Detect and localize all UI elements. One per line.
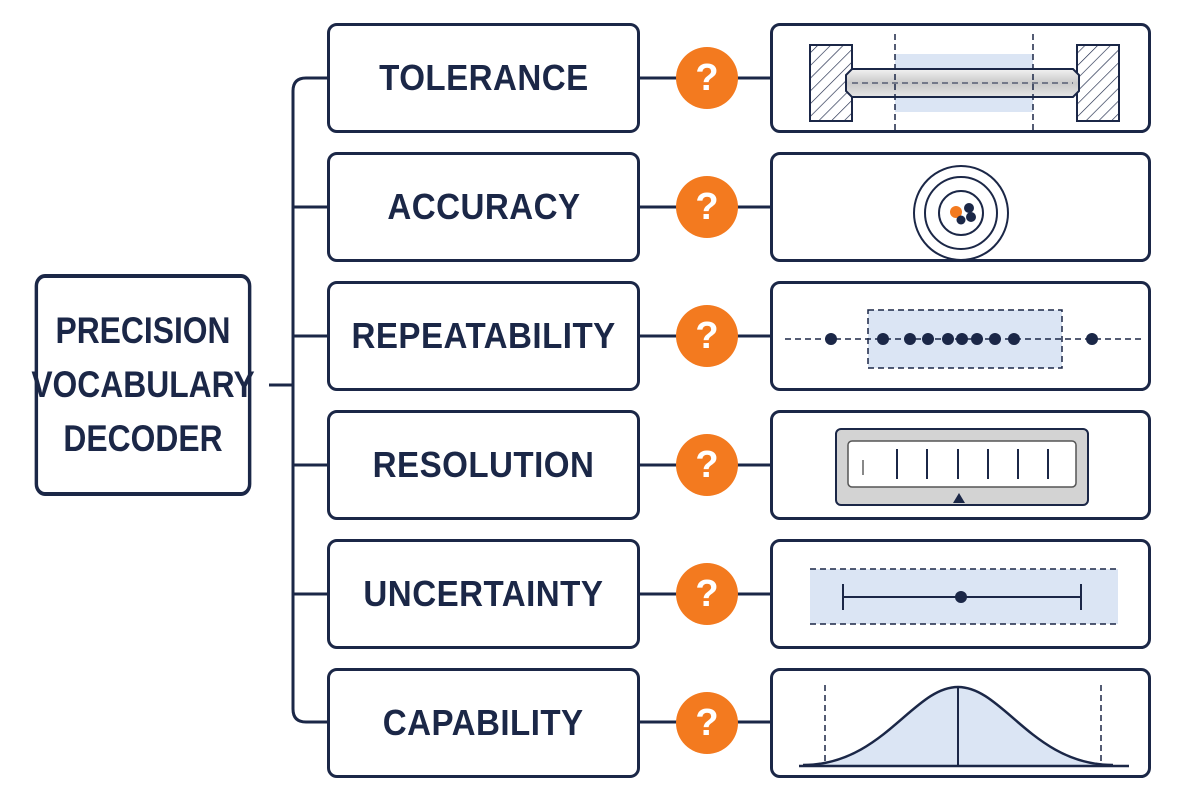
shaft-with-tolerance-band-icon: [809, 34, 1120, 130]
question-mark-icon: ?: [695, 314, 719, 357]
target-with-hits-icon: [913, 165, 1009, 261]
question-badge-repeatability: ?: [676, 305, 738, 367]
question-mark-icon: ?: [695, 185, 719, 228]
bell-curve-icon: [799, 685, 1129, 768]
term-label-tolerance: TOLERANCE: [378, 57, 589, 98]
question-mark-icon: ?: [695, 443, 719, 486]
scale-readout-icon: [835, 428, 1089, 506]
term-label-capability: CAPABILITY: [383, 702, 584, 743]
title-line-1: PRECISION: [55, 310, 231, 351]
question-mark-icon: ?: [695, 56, 719, 99]
icon-box-tolerance: [770, 23, 1151, 133]
icon-box-repeatability: [770, 281, 1151, 391]
term-box-tolerance: TOLERANCE: [327, 23, 640, 133]
term-box-capability: CAPABILITY: [327, 668, 640, 778]
title-line-3: DECODER: [63, 418, 223, 459]
icon-box-capability: [770, 668, 1151, 778]
question-badge-capability: ?: [676, 692, 738, 754]
clustered-dots-icon: [785, 309, 1143, 369]
term-box-uncertainty: UNCERTAINTY: [327, 539, 640, 649]
icon-box-uncertainty: [770, 539, 1151, 649]
icon-box-accuracy: [770, 152, 1151, 262]
question-badge-accuracy: ?: [676, 176, 738, 238]
question-badge-uncertainty: ?: [676, 563, 738, 625]
question-mark-icon: ?: [695, 701, 719, 744]
icon-box-resolution: [770, 410, 1151, 520]
question-mark-icon: ?: [695, 572, 719, 615]
title-box: PRECISION VOCABULARY DECODER: [31, 274, 255, 496]
title-line-2: VOCABULARY: [31, 364, 255, 405]
term-label-accuracy: ACCURACY: [386, 186, 581, 227]
term-label-uncertainty: UNCERTAINTY: [363, 573, 604, 614]
term-box-repeatability: REPEATABILITY: [327, 281, 640, 391]
term-label-repeatability: REPEATABILITY: [351, 315, 616, 356]
error-bar-icon: [810, 568, 1118, 625]
term-box-resolution: RESOLUTION: [327, 410, 640, 520]
term-label-resolution: RESOLUTION: [372, 444, 595, 485]
question-badge-resolution: ?: [676, 434, 738, 496]
question-badge-tolerance: ?: [676, 47, 738, 109]
term-box-accuracy: ACCURACY: [327, 152, 640, 262]
